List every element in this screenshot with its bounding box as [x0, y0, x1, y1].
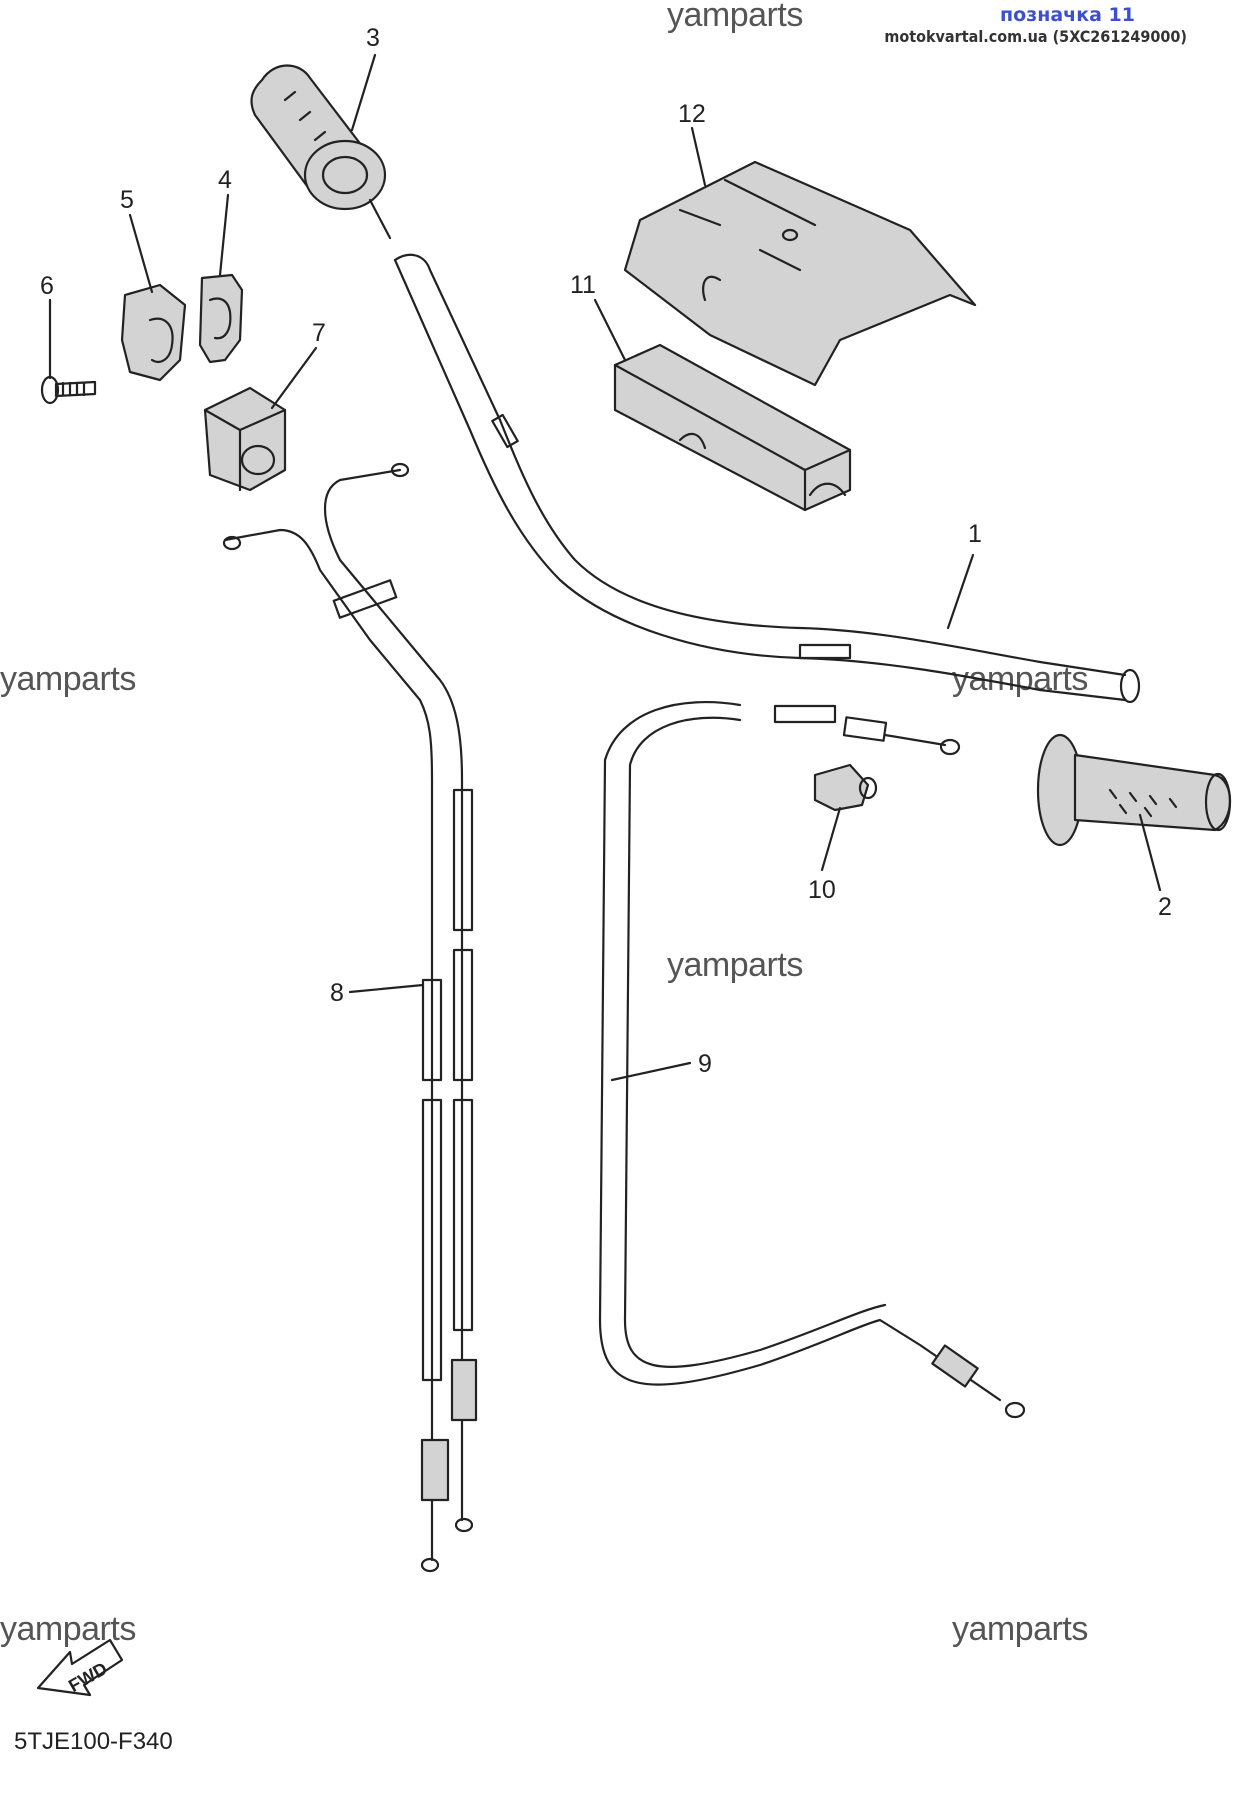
callout-9: 9 — [610, 1050, 712, 1082]
right-grip-part[interactable] — [1036, 733, 1232, 847]
clutch-cable-part[interactable] — [598, 701, 1026, 1419]
header-source: motokvartal.com.ua (5XC261249000) — [884, 27, 1187, 46]
svg-text:4: 4 — [218, 166, 232, 194]
callout-11: 11 — [570, 271, 627, 362]
switch-housing-part[interactable] — [203, 386, 287, 492]
svg-text:1: 1 — [968, 520, 982, 548]
adjuster-part[interactable] — [813, 763, 878, 812]
throttle-cable-part[interactable] — [222, 462, 478, 1573]
watermark-bottom-right: yamparts — [952, 1610, 1088, 1648]
cover-part[interactable] — [623, 160, 977, 387]
svg-text:12: 12 — [678, 100, 706, 128]
holder-part-2[interactable] — [120, 283, 187, 382]
svg-text:6: 6 — [40, 272, 54, 300]
callout-3: 3 — [350, 24, 380, 132]
handlebar-pad-part[interactable] — [613, 343, 852, 512]
callout-12: 12 — [678, 100, 707, 187]
svg-text:9: 9 — [698, 1050, 712, 1078]
svg-text:3: 3 — [366, 24, 380, 52]
svg-text:11: 11 — [570, 271, 596, 299]
throttle-grip-part[interactable] — [250, 64, 392, 240]
header-link[interactable]: позначка 11 — [1000, 4, 1135, 26]
svg-text:5: 5 — [120, 186, 134, 214]
callout-4: 4 — [218, 166, 232, 277]
callout-6: 6 — [40, 272, 54, 380]
watermark-bottom-left: yamparts — [0, 1610, 136, 1648]
callout-2: 2 — [1138, 813, 1172, 921]
callout-5: 5 — [120, 186, 154, 294]
handlebar-part[interactable] — [393, 253, 1141, 704]
svg-text:7: 7 — [312, 319, 326, 347]
svg-text:8: 8 — [330, 979, 344, 1007]
watermark-center: yamparts — [667, 946, 803, 984]
callout-7: 7 — [270, 319, 326, 410]
watermark-left: yamparts — [0, 660, 136, 698]
watermark-top: yamparts — [667, 0, 803, 34]
screw-part[interactable] — [40, 375, 97, 405]
callout-1: 1 — [946, 520, 982, 630]
diagram-code: 5TJE100-F340 — [14, 1728, 173, 1755]
svg-text:10: 10 — [808, 876, 836, 904]
fwd-arrow-icon: FWD — [36, 1638, 124, 1696]
svg-text:2: 2 — [1158, 893, 1172, 921]
holder-part[interactable] — [198, 273, 244, 364]
callout-8: 8 — [330, 979, 425, 1007]
callout-10: 10 — [808, 806, 842, 904]
